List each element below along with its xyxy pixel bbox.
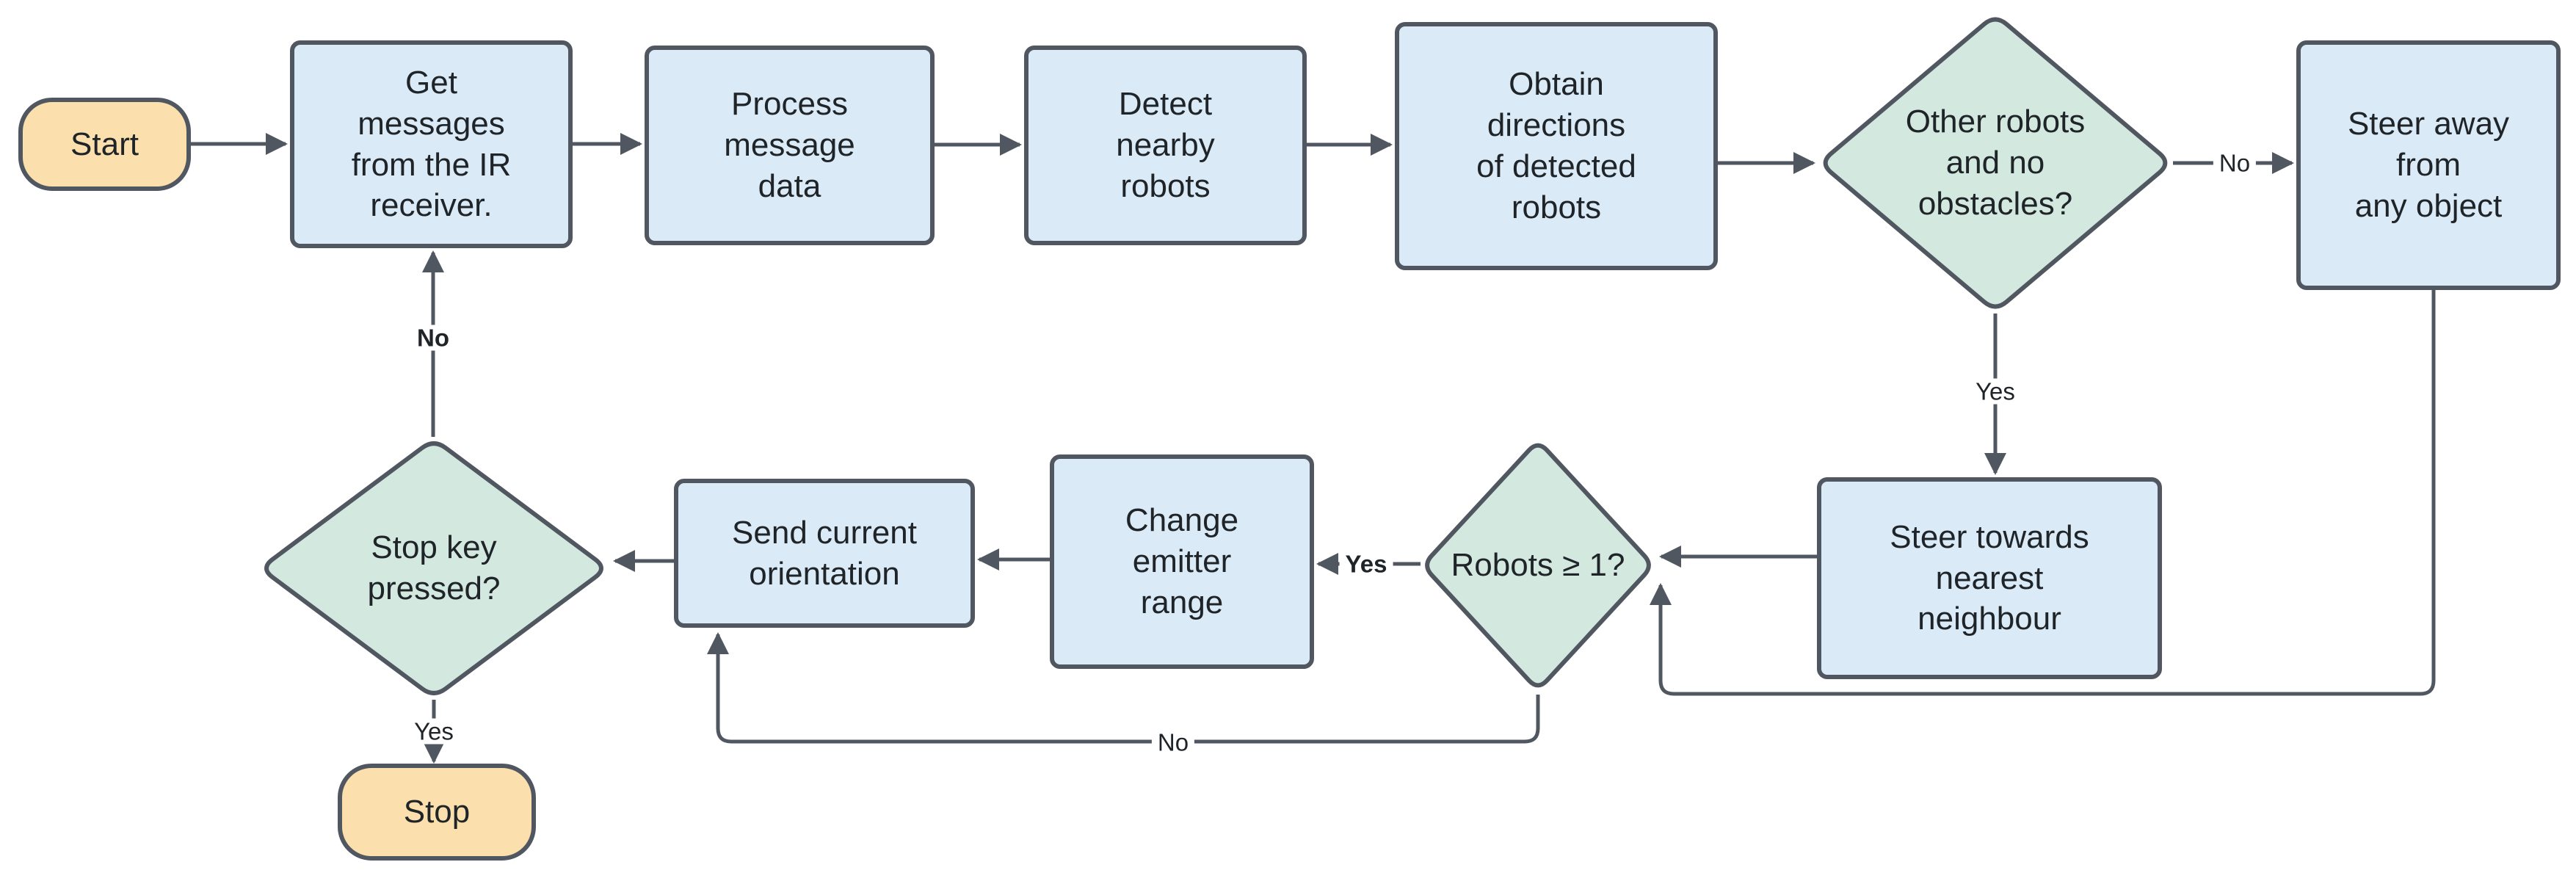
node-get-messages: Get messages from the IR receiver.: [290, 40, 573, 248]
edge-label-yes-to-steer-towards: Yes: [1970, 378, 2021, 405]
decision-robots-ge-1-shape: [1425, 443, 1651, 688]
edge-steer-away-to-robots-ge-1: [1650, 290, 2436, 696]
edge-label-no-to-steer-away: No: [2213, 150, 2257, 176]
node-detect-nearby-robots: Detect nearby robots: [1024, 46, 1307, 245]
edge-label-yes-to-change-emitter: Yes: [1339, 551, 1393, 577]
decision-stop-key-label: Stop key pressed?: [367, 529, 501, 606]
node-steer-away: Steer away from any object: [2296, 40, 2561, 290]
edge-label-yes-to-stop: Yes: [408, 718, 460, 745]
node-change-emitter-range: Change emitter range: [1050, 454, 1314, 669]
edge-label-no-to-get-messages: No: [411, 325, 455, 351]
decision-stop-key-shape: [264, 441, 603, 695]
node-obtain-directions: Obtain directions of detected robots: [1395, 22, 1718, 270]
node-send-current-orientation: Send current orientation: [674, 479, 975, 628]
edge-robots-ge-1-no-to-send-orientation: [707, 632, 1540, 744]
node-start: Start: [18, 98, 191, 191]
node-stop: Stop: [338, 764, 536, 861]
decision-robots-ge-1-label: Robots ≥ 1?: [1451, 547, 1625, 584]
decision-other-robots-label: Other robots and no obstacles?: [1905, 104, 2086, 222]
decision-other-robots-shape: [1823, 17, 2168, 309]
node-steer-towards: Steer towards nearest neighbour: [1817, 477, 2162, 679]
edge-label-no-to-send-orientation: No: [1151, 729, 1195, 756]
node-process-message-data: Process message data: [645, 46, 935, 245]
